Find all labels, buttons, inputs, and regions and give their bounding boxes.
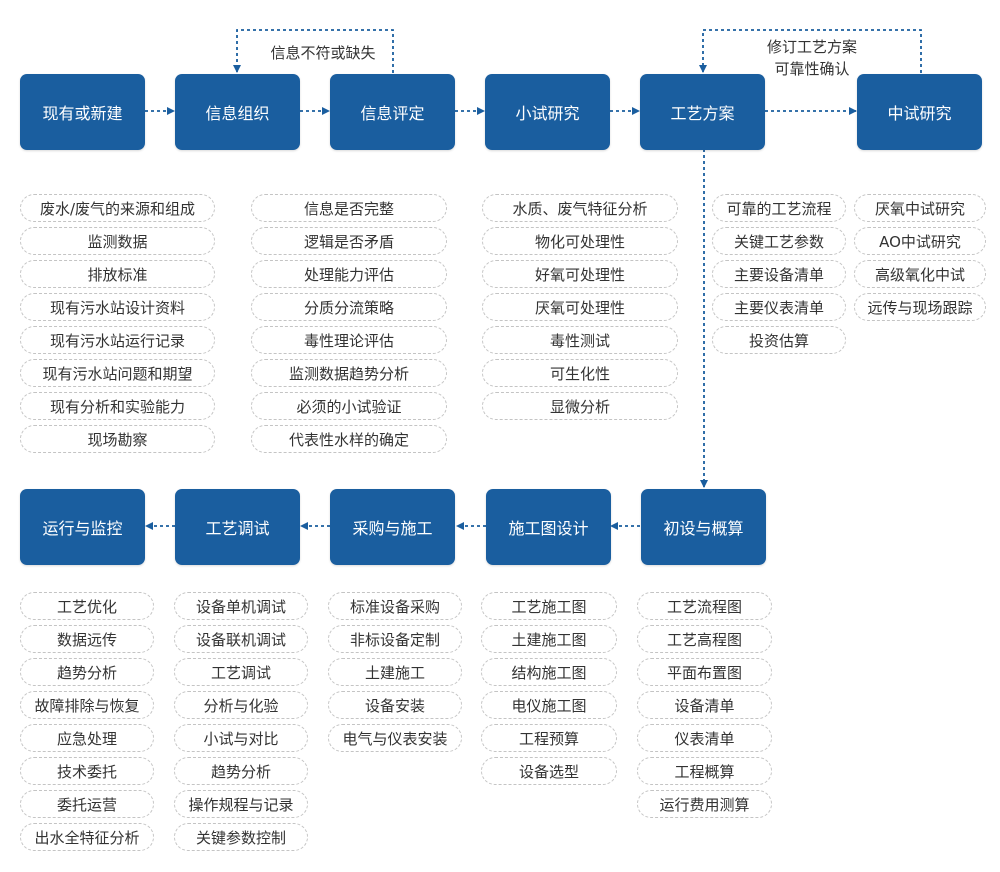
list-item: 应急处理 [20, 724, 154, 752]
list-item: 设备清单 [637, 691, 772, 719]
list-item: 工艺施工图 [481, 592, 617, 620]
list-item: 必须的小试验证 [251, 392, 447, 420]
list-pilot-test: 厌氧中试研究 AO中试研究 高级氧化中试 远传与现场跟踪 [854, 194, 986, 326]
list-item: 现有分析和实验能力 [20, 392, 215, 420]
stage-pilot-test[interactable]: 中试研究 [857, 74, 982, 150]
list-item: 设备选型 [481, 757, 617, 785]
stage-process-plan[interactable]: 工艺方案 [640, 74, 765, 150]
list-item: 数据远传 [20, 625, 154, 653]
list-item: 设备安装 [328, 691, 462, 719]
list-item: 分质分流策略 [251, 293, 447, 321]
loop-label-revise: 修订工艺方案 可靠性确认 [752, 36, 872, 80]
list-item: 趋势分析 [174, 757, 308, 785]
list-item: 设备单机调试 [174, 592, 308, 620]
list-item: 毒性理论评估 [251, 326, 447, 354]
list-commissioning: 设备单机调试 设备联机调试 工艺调试 分析与化验 小试与对比 趋势分析 操作规程… [174, 592, 308, 856]
stage-procurement-construction[interactable]: 采购与施工 [330, 489, 455, 565]
list-item: 操作规程与记录 [174, 790, 308, 818]
list-item: 工艺调试 [174, 658, 308, 686]
list-item: 关键参数控制 [174, 823, 308, 851]
list-item: 工程概算 [637, 757, 772, 785]
list-item: 水质、废气特征分析 [482, 194, 678, 222]
list-item: 分析与化验 [174, 691, 308, 719]
list-item: 现有污水站问题和期望 [20, 359, 215, 387]
list-item: 好氧可处理性 [482, 260, 678, 288]
list-item: 现有污水站运行记录 [20, 326, 215, 354]
stage-existing-or-new[interactable]: 现有或新建 [20, 74, 145, 150]
list-item: 电仪施工图 [481, 691, 617, 719]
list-item: 工艺流程图 [637, 592, 772, 620]
list-item: 厌氧可处理性 [482, 293, 678, 321]
loop-label-revise-line1: 修订工艺方案 [766, 38, 857, 56]
list-item: 毒性测试 [482, 326, 678, 354]
list-operation: 工艺优化 数据远传 趋势分析 故障排除与恢复 应急处理 技术委托 委托运营 出水… [20, 592, 154, 856]
list-item: 厌氧中试研究 [854, 194, 986, 222]
list-item: 主要设备清单 [712, 260, 846, 288]
list-item: 监测数据 [20, 227, 215, 255]
list-item: 设备联机调试 [174, 625, 308, 653]
list-procurement: 标准设备采购 非标设备定制 土建施工 设备安装 电气与仪表安装 [328, 592, 462, 757]
list-item: 标准设备采购 [328, 592, 462, 620]
list-item: 工程预算 [481, 724, 617, 752]
list-item: 代表性水样的确定 [251, 425, 447, 453]
list-item: 工艺高程图 [637, 625, 772, 653]
list-item: 信息是否完整 [251, 194, 447, 222]
list-item: 排放标准 [20, 260, 215, 288]
list-item: 运行费用测算 [637, 790, 772, 818]
list-item: 远传与现场跟踪 [854, 293, 986, 321]
list-item: 关键工艺参数 [712, 227, 846, 255]
list-item: 主要仪表清单 [712, 293, 846, 321]
list-item: 工艺优化 [20, 592, 154, 620]
list-item: 小试与对比 [174, 724, 308, 752]
list-item: 监测数据趋势分析 [251, 359, 447, 387]
list-item: 委托运营 [20, 790, 154, 818]
list-preliminary-design: 工艺流程图 工艺高程图 平面布置图 设备清单 仪表清单 工程概算 运行费用测算 [637, 592, 772, 823]
list-item: 可生化性 [482, 359, 678, 387]
list-item: 投资估算 [712, 326, 846, 354]
list-item: AO中试研究 [854, 227, 986, 255]
list-item: 物化可处理性 [482, 227, 678, 255]
list-item: 电气与仪表安装 [328, 724, 462, 752]
list-item: 显微分析 [482, 392, 678, 420]
list-item: 非标设备定制 [328, 625, 462, 653]
stage-construction-drawing[interactable]: 施工图设计 [486, 489, 611, 565]
list-item: 出水全特征分析 [20, 823, 154, 851]
list-item: 逻辑是否矛盾 [251, 227, 447, 255]
list-item: 故障排除与恢复 [20, 691, 154, 719]
list-existing: 废水/废气的来源和组成 监测数据 排放标准 现有污水站设计资料 现有污水站运行记… [20, 194, 215, 458]
loop-label-info: 信息不符或缺失 [258, 42, 388, 64]
list-item: 土建施工图 [481, 625, 617, 653]
list-info-evaluate: 信息是否完整 逻辑是否矛盾 处理能力评估 分质分流策略 毒性理论评估 监测数据趋… [251, 194, 447, 458]
list-item: 处理能力评估 [251, 260, 447, 288]
list-item: 高级氧化中试 [854, 260, 986, 288]
list-item: 结构施工图 [481, 658, 617, 686]
list-item: 废水/废气的来源和组成 [20, 194, 215, 222]
stage-info-evaluate[interactable]: 信息评定 [330, 74, 455, 150]
list-construction-drawing: 工艺施工图 土建施工图 结构施工图 电仪施工图 工程预算 设备选型 [481, 592, 617, 790]
list-item: 现场勘察 [20, 425, 215, 453]
stage-operation-monitoring[interactable]: 运行与监控 [20, 489, 145, 565]
list-lab-test: 水质、废气特征分析 物化可处理性 好氧可处理性 厌氧可处理性 毒性测试 可生化性… [482, 194, 678, 425]
stage-info-organize[interactable]: 信息组织 [175, 74, 300, 150]
list-item: 土建施工 [328, 658, 462, 686]
list-item: 趋势分析 [20, 658, 154, 686]
list-item: 现有污水站设计资料 [20, 293, 215, 321]
list-process-plan: 可靠的工艺流程 关键工艺参数 主要设备清单 主要仪表清单 投资估算 [712, 194, 846, 359]
loop-label-revise-line2: 可靠性确认 [774, 60, 850, 78]
stage-lab-test[interactable]: 小试研究 [485, 74, 610, 150]
list-item: 可靠的工艺流程 [712, 194, 846, 222]
list-item: 仪表清单 [637, 724, 772, 752]
stage-commissioning[interactable]: 工艺调试 [175, 489, 300, 565]
stage-preliminary-design[interactable]: 初设与概算 [641, 489, 766, 565]
list-item: 技术委托 [20, 757, 154, 785]
list-item: 平面布置图 [637, 658, 772, 686]
